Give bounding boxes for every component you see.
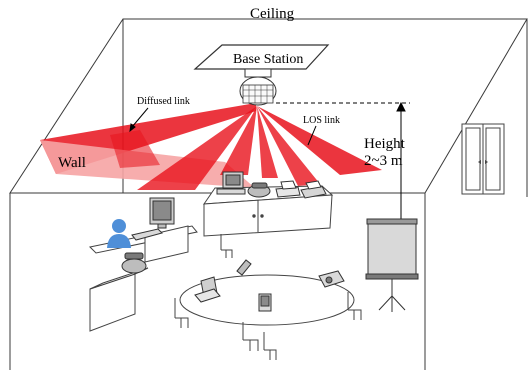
diffused-link-leader <box>131 107 149 128</box>
phone-handset <box>251 182 268 189</box>
door-left-panel <box>465 127 481 191</box>
projector-screen-leg <box>391 295 406 311</box>
laptop-icon <box>194 276 221 303</box>
projector-screen-bar <box>365 273 419 280</box>
pc-screen <box>225 174 241 186</box>
reception-phone-handset <box>124 252 144 260</box>
base-station-emitter <box>242 84 274 104</box>
reception-pc-icon <box>131 197 175 241</box>
projector-lens <box>325 276 333 284</box>
user-icon <box>107 219 131 248</box>
projector-icon <box>318 270 345 288</box>
pc-base <box>216 188 246 195</box>
height-label: Height <box>364 136 406 152</box>
height-arrow-head-up <box>396 101 406 112</box>
door-handle-left <box>478 160 481 164</box>
desk-front <box>203 194 333 237</box>
chair-seat <box>221 249 233 258</box>
base-station-icon <box>193 44 330 106</box>
room-outline <box>9 18 528 370</box>
chair-icon <box>347 292 362 320</box>
fax-paper <box>305 180 322 190</box>
door-icon <box>461 123 505 195</box>
base-station-mount <box>244 68 272 78</box>
chair-icon <box>220 234 233 258</box>
pda-screen <box>260 295 270 307</box>
pda-icon <box>258 293 272 312</box>
beam-to-desk-2 <box>220 106 257 175</box>
diffused-link-label: Diffused link <box>137 96 190 107</box>
projector-screen-icon <box>365 218 419 312</box>
projector-screen-rod <box>366 218 418 225</box>
reception-stand <box>157 223 167 229</box>
pc-icon <box>216 171 246 195</box>
chair-icon <box>242 322 259 351</box>
reception-keyboard <box>131 228 163 241</box>
diffused-link-leader-head <box>129 123 136 133</box>
user-body <box>107 234 131 248</box>
wall-hotspot <box>110 130 160 168</box>
reception-desk <box>88 225 198 332</box>
los-link-label: LOS link <box>303 115 340 126</box>
height-value-label: 2~3 m <box>364 153 403 169</box>
ceiling-label: Ceiling <box>250 6 295 22</box>
chair-seat <box>264 349 277 360</box>
los-link-beam <box>257 106 382 175</box>
optical-beams <box>40 103 382 190</box>
printer-icon <box>275 180 301 198</box>
printer-tray <box>280 180 297 190</box>
chair-seat <box>175 317 189 328</box>
door-right-panel <box>485 127 501 191</box>
chair-seat <box>348 309 362 320</box>
base-station-label: Base Station <box>233 52 303 67</box>
laptop-base <box>194 288 221 303</box>
reception-front <box>89 273 136 332</box>
desk-knob <box>252 214 256 218</box>
reception-phone-body <box>121 258 147 274</box>
mobile-phone-icon <box>236 259 252 276</box>
projector-screen-leg <box>378 295 393 311</box>
wall-label: Wall <box>58 155 86 171</box>
reception-screen <box>152 200 172 221</box>
base-station-panel <box>193 44 330 70</box>
chair-icon <box>174 298 189 328</box>
phone-icon <box>247 182 271 198</box>
mobile-phone-body <box>236 259 252 276</box>
beam-to-desk-1 <box>137 106 257 190</box>
door-handle-right <box>485 160 488 164</box>
reception-phone-icon <box>121 252 147 274</box>
beam-to-desk-3 <box>257 106 278 178</box>
projector-screen-surface <box>367 223 417 275</box>
chair-icon <box>263 332 277 360</box>
beam-to-desk-4 <box>257 106 320 186</box>
user-head <box>112 219 126 233</box>
meeting-chairs <box>174 292 362 360</box>
chair-seat <box>243 339 259 351</box>
desk-knob <box>260 214 264 218</box>
fax-icon <box>300 180 327 199</box>
los-link-leader <box>307 125 317 146</box>
leader-lines <box>129 107 317 146</box>
